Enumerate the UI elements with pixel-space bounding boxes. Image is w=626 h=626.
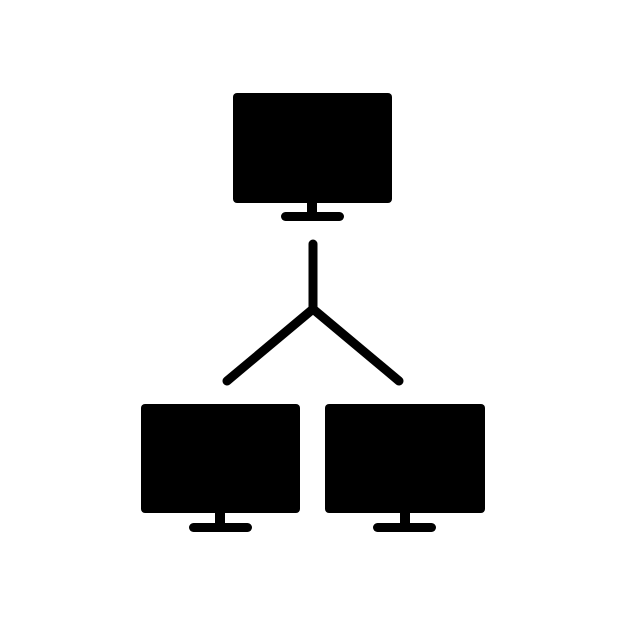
top-monitor-icon: [233, 93, 392, 221]
bottom-left-monitor-icon: [141, 404, 300, 532]
network-connector-icon: [222, 239, 404, 386]
bottom-right-monitor-icon: [325, 404, 485, 532]
